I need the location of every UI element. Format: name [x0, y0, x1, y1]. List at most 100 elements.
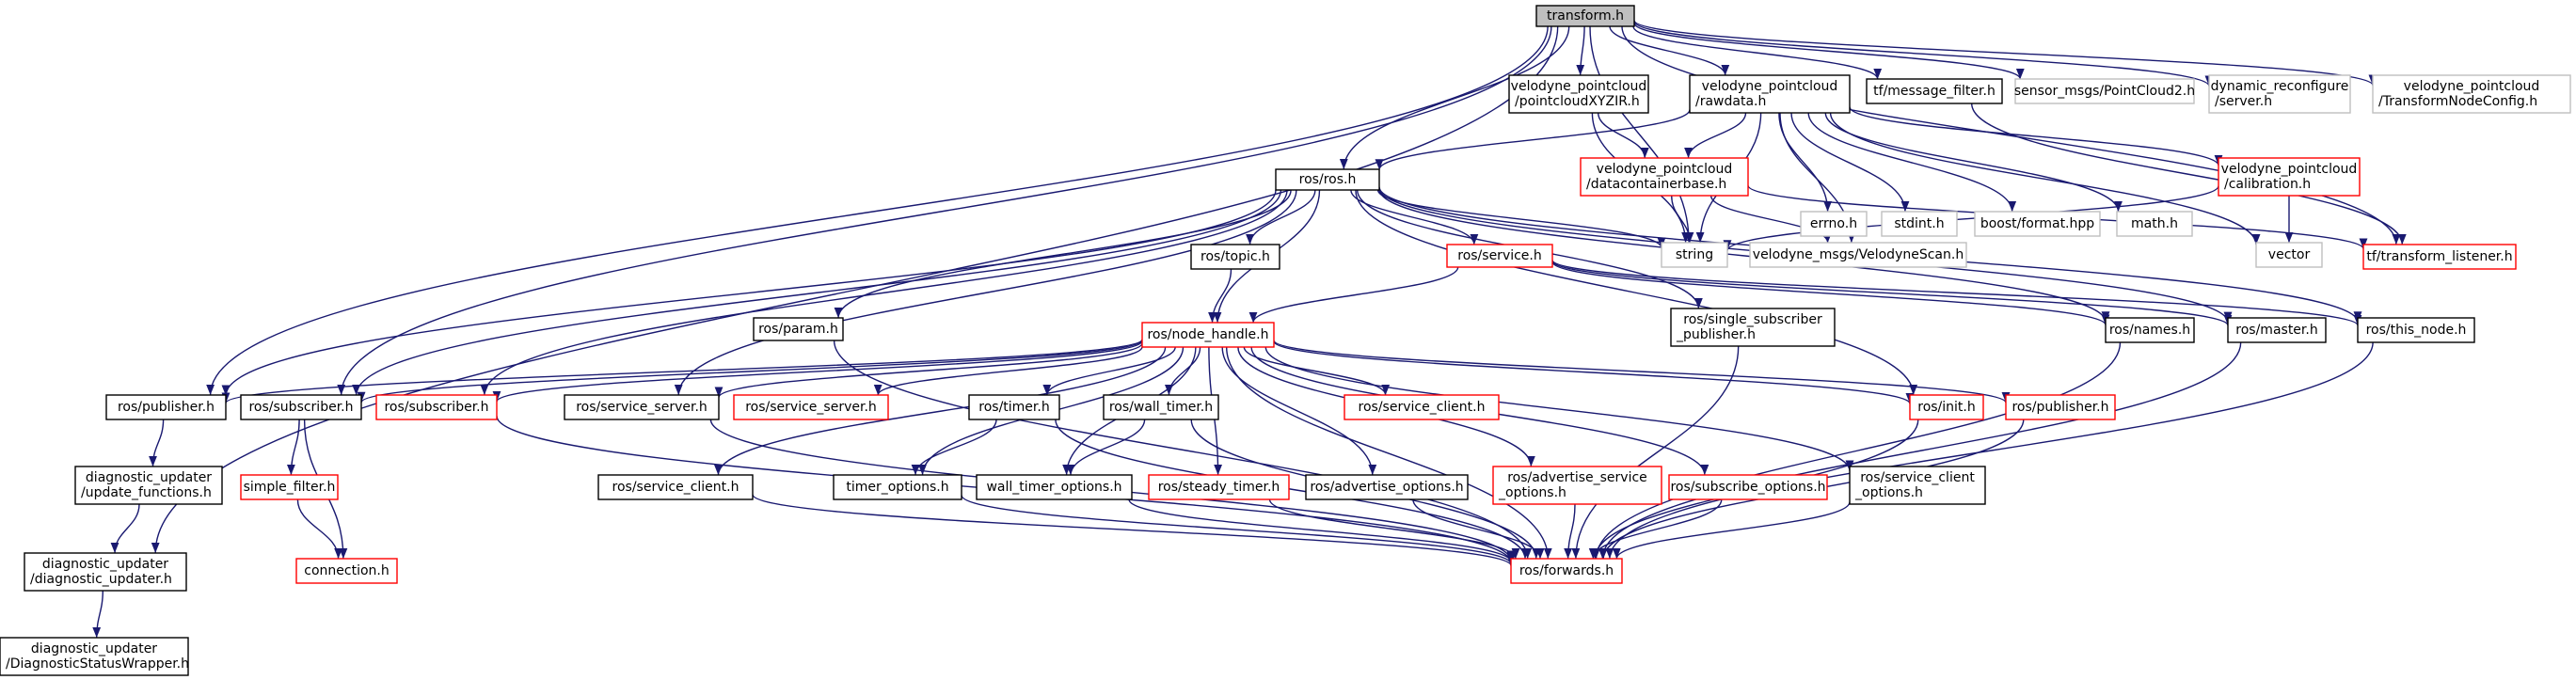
node-n12: math.h — [2116, 211, 2193, 237]
node-box — [2218, 157, 2361, 197]
node-label: _options.h — [1498, 485, 1566, 500]
node-label: /update_functions.h — [81, 485, 212, 500]
node-box — [2208, 74, 2351, 114]
node-box — [1141, 322, 1275, 348]
edge-n7-to-n34 — [1355, 189, 1918, 396]
node-label: ros/publisher.h — [2012, 400, 2108, 415]
edge-n2-to-n10 — [1790, 112, 1910, 213]
node-n9: errno.h — [1800, 211, 1868, 237]
node-n1[interactable]: velodyne_pointcloud/pointcloudXYZIR.h — [1508, 74, 1649, 114]
node-label: ros/subscriber.h — [248, 400, 353, 415]
node-label: ros/timer.h — [978, 400, 1049, 415]
node-n45[interactable]: ros/service_client_options.h — [1849, 466, 1986, 505]
node-n23[interactable]: ros/master.h — [2227, 317, 2327, 343]
node-n44[interactable]: ros/subscribe_options.h — [1668, 474, 1828, 500]
node-n35[interactable]: ros/publisher.h — [2005, 394, 2116, 420]
edge-n25-to-n30 — [873, 346, 1143, 396]
node-n6: velodyne_pointcloud/TransformNodeConfig.… — [2372, 74, 2571, 114]
edge-n7-to-n22 — [1378, 189, 2110, 323]
node-n26[interactable]: ros/publisher.h — [105, 394, 227, 420]
node-n34[interactable]: ros/init.h — [1909, 394, 1984, 420]
node-label: ros/publisher.h — [118, 400, 215, 415]
node-box — [375, 394, 498, 420]
node-box — [1492, 466, 1662, 505]
edge-n0-to-n17 — [1621, 25, 2401, 245]
edge-n0-to-n27 — [337, 25, 1552, 396]
node-n33[interactable]: ros/service_client.h — [1344, 394, 1500, 420]
edge-n42-to-n48 — [1412, 498, 1545, 560]
node-label: /datacontainerbase.h — [1586, 177, 1726, 192]
node-label: ros/param.h — [758, 322, 838, 337]
node-label: /diagnostic_updater.h — [30, 572, 172, 587]
node-label: diagnostic_updater — [31, 641, 157, 656]
edge-n7-to-n14 — [1376, 189, 1666, 249]
node-box — [1849, 466, 1986, 505]
node-n27[interactable]: ros/subscriber.h — [240, 394, 362, 420]
node-label: velodyne_pointcloud — [1511, 79, 1647, 94]
node-n3[interactable]: tf/message_filter.h — [1866, 78, 2003, 104]
node-box — [1661, 242, 1728, 268]
node-box — [2357, 317, 2475, 343]
node-n14: string — [1661, 242, 1728, 268]
node-label: math.h — [2131, 216, 2178, 231]
node-label: ros/master.h — [2235, 323, 2317, 338]
edge-n25-to-n33 — [1243, 346, 1391, 396]
node-n47[interactable]: connection.h — [295, 558, 398, 584]
node-n0[interactable]: transform.h — [1535, 5, 1635, 27]
edge-n7-to-n28 — [480, 189, 1288, 396]
node-n17[interactable]: tf/transform_listener.h — [2362, 244, 2517, 270]
node-n25[interactable]: ros/node_handle.h — [1141, 322, 1275, 348]
node-n18[interactable]: ros/topic.h — [1190, 244, 1280, 270]
node-n15: velodyne_msgs/VelodyneScan.h — [1749, 242, 1967, 268]
node-n21[interactable]: ros/single_subscriber_publisher.h — [1670, 308, 1836, 347]
node-box — [0, 637, 189, 676]
edge-n0-to-n46 — [151, 25, 1559, 554]
node-n36[interactable]: diagnostic_updater/update_functions.h — [74, 466, 223, 505]
node-n22[interactable]: ros/names.h — [2105, 317, 2195, 343]
node-n8[interactable]: velodyne_pointcloud/datacontainerbase.h — [1580, 157, 1749, 197]
node-n28[interactable]: ros/subscriber.h — [375, 394, 498, 420]
node-box — [2005, 394, 2116, 420]
node-label: ros/advertise_service — [1507, 470, 1647, 485]
node-box — [1749, 242, 1967, 268]
node-n20[interactable]: ros/param.h — [753, 317, 844, 341]
node-n30[interactable]: ros/service_server.h — [733, 394, 889, 420]
node-n48[interactable]: ros/forwards.h — [1510, 558, 1623, 584]
node-n13[interactable]: velodyne_pointcloud/calibration.h — [2218, 157, 2361, 197]
node-n49[interactable]: diagnostic_updater/DiagnosticStatusWrapp… — [0, 637, 189, 676]
node-n32[interactable]: ros/wall_timer.h — [1103, 394, 1219, 420]
node-n41[interactable]: ros/steady_timer.h — [1148, 474, 1290, 500]
node-n37[interactable]: simple_filter.h — [240, 474, 339, 500]
node-n46[interactable]: diagnostic_updater/diagnostic_updater.h — [24, 552, 187, 592]
node-box — [295, 558, 398, 584]
edge-n36-to-n46 — [110, 503, 140, 554]
edge-n8-to-n14 — [1671, 195, 1694, 244]
node-n19[interactable]: ros/service.h — [1446, 244, 1553, 268]
edge-n0-to-n3 — [1632, 25, 1883, 80]
node-box — [1800, 211, 1868, 237]
edge-n25-to-n26 — [221, 339, 1143, 404]
node-n39[interactable]: timer_options.h — [833, 474, 962, 500]
node-box — [1510, 558, 1623, 584]
edge-n43-to-n48 — [1564, 503, 1576, 560]
node-box — [753, 317, 844, 341]
node-n43[interactable]: ros/advertise_service_options.h — [1492, 466, 1662, 505]
node-n11: boost/format.hpp — [1974, 211, 2101, 237]
node-n24[interactable]: ros/this_node.h — [2357, 317, 2475, 343]
node-n42[interactable]: ros/advertise_options.h — [1305, 474, 1469, 500]
node-box — [1344, 394, 1500, 420]
node-label: string — [1676, 247, 1713, 262]
edge-n3-to-n17 — [1971, 103, 2407, 245]
node-n31[interactable]: ros/timer.h — [968, 394, 1060, 420]
node-n29[interactable]: ros/service_server.h — [564, 394, 720, 420]
node-n38[interactable]: ros/service_client.h — [597, 474, 754, 500]
node-box — [2372, 74, 2571, 114]
node-box — [2116, 211, 2193, 237]
node-label: ros/service_server.h — [745, 400, 877, 415]
edge-n37-to-n47 — [296, 498, 343, 560]
node-n2[interactable]: velodyne_pointcloud/rawdata.h — [1689, 74, 1851, 114]
node-n7[interactable]: ros/ros.h — [1275, 168, 1380, 191]
edge-n32-to-n40 — [1066, 419, 1146, 476]
node-box — [1535, 5, 1635, 27]
node-n40[interactable]: wall_timer_options.h — [976, 474, 1133, 500]
